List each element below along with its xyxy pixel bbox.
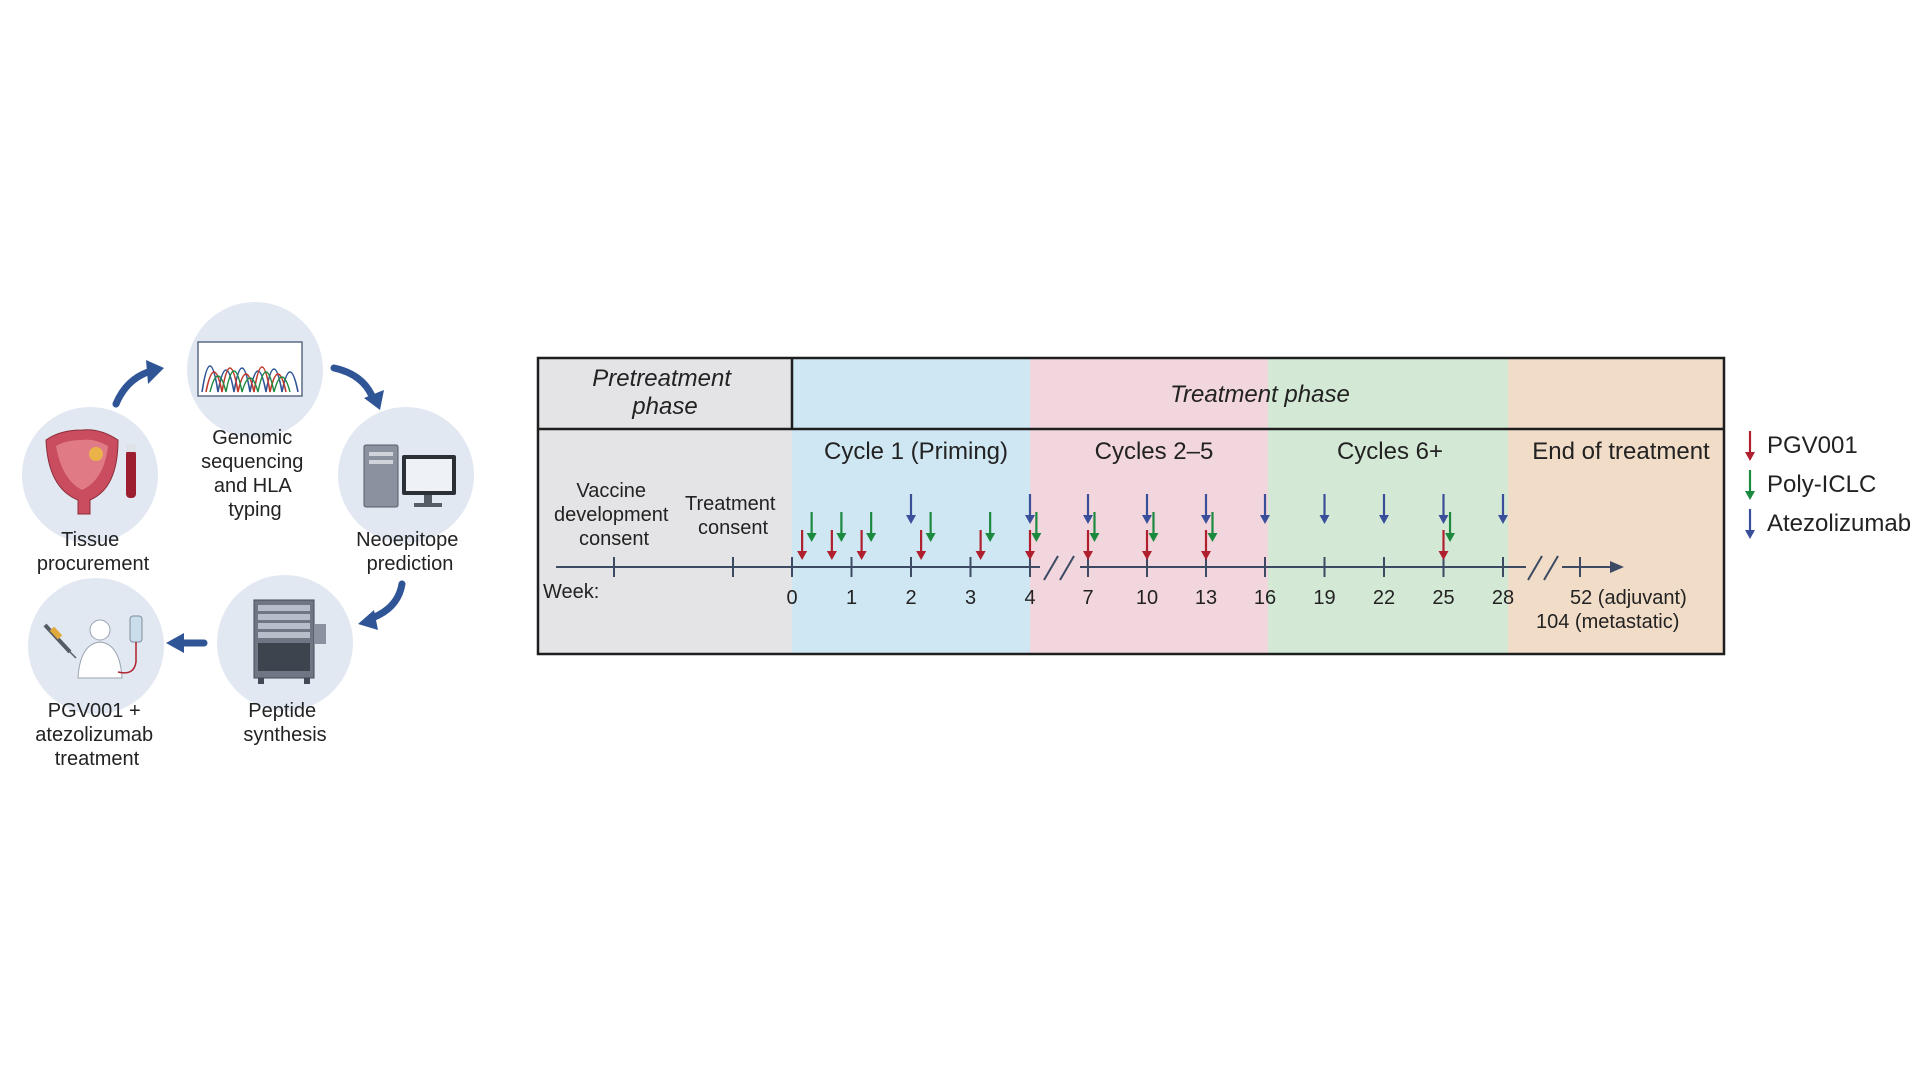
atezolizumab-dose-arrow: [1379, 494, 1389, 524]
week-tick-label: 0: [786, 587, 797, 609]
phase-label-end: End of treatment: [1532, 438, 1710, 465]
week-tick-label: 7: [1082, 587, 1093, 609]
poly-iclc-dose-arrow: [985, 512, 996, 542]
poly-iclc-dose-arrow: [1148, 512, 1159, 542]
pretreatment-header: Pretreatment phase: [592, 365, 737, 420]
week-tick-label: 19: [1313, 587, 1335, 609]
cycle-arrowhead-2: [364, 390, 384, 410]
timeline-border: [536, 356, 1726, 656]
phase-band-cycles6: [1268, 358, 1508, 654]
week-tick-label: 10: [1136, 587, 1158, 609]
cycle-arrowhead-3: [358, 610, 378, 630]
atezolizumab-dose-arrow: [1201, 494, 1211, 524]
pgv001-dose-arrow: [826, 530, 837, 560]
cycle-arrow-sequencing-to-prediction: [330, 364, 376, 400]
phase-label-cycles2-5: Cycles 2–5: [1095, 438, 1214, 465]
atezolizumab-dose-arrow: [1260, 494, 1270, 524]
axis-break-28-52: [1526, 555, 1562, 581]
pgv001-dose-arrow: [975, 530, 986, 560]
week-tick-label: 22: [1373, 587, 1395, 609]
cycle-arrowhead-4: [166, 633, 184, 653]
pgv001-dose-arrow: [1083, 530, 1093, 560]
legend-label: Poly-ICLC: [1767, 471, 1876, 498]
step-label-synthesis: Peptide synthesis: [243, 700, 326, 746]
step-label-sequencing: Genomic sequencing and HLA typing: [201, 427, 309, 521]
week-tick-label: 16: [1254, 587, 1276, 609]
workflow-step-sequencing: Genomic sequencing and HLA typing: [187, 302, 323, 521]
timeline-axis-arrowhead: [1610, 561, 1624, 573]
poly-iclc-dose-arrow: [1445, 512, 1456, 542]
workflow-step-treatment: PGV001 + atezolizumab treatment: [28, 578, 164, 770]
week-ticks: 0 1 2 3 4 7 10 13 16 19 22 25 28: [786, 557, 1514, 609]
atezolizumab-dose-arrow: [1438, 494, 1449, 524]
workflow-step-prediction: Neoepitope prediction: [338, 407, 474, 575]
computer-workstation-icon: [363, 444, 456, 508]
pretreatment-band: [538, 358, 792, 654]
step-label-tissue: Tissue procurement: [37, 529, 150, 575]
atezolizumab-dose-arrow: [1498, 494, 1508, 524]
workflow-step-tissue: Tissue procurement: [22, 407, 158, 575]
week-tick-label: 4: [1024, 587, 1035, 609]
legend-label: Atezolizumab: [1767, 510, 1911, 537]
pgv001-dose-arrow: [1438, 530, 1449, 560]
week-label: Week:: [543, 581, 599, 603]
pgv001-dose-arrow: [856, 530, 867, 560]
poly-iclc-dose-arrow: [866, 512, 877, 542]
poly-iclc-dose-arrow: [836, 512, 847, 542]
atezolizumab-dose-arrow: [1319, 494, 1330, 524]
poly-iclc-dose-arrow: [1031, 512, 1042, 542]
atezolizumab-dose-arrow: [1083, 494, 1093, 524]
week-tick-label: 25: [1432, 587, 1454, 609]
poly-iclc-dose-arrow: [1089, 512, 1100, 542]
week-tick-label: 3: [965, 587, 976, 609]
atezolizumab-dose-arrow: [1025, 494, 1035, 524]
step-label-prediction: Neoepitope prediction: [356, 529, 464, 575]
week-tick-label: 13: [1195, 587, 1217, 609]
phase-band-end: [1508, 358, 1724, 654]
atezolizumab-dose-arrow: [1142, 494, 1152, 524]
axis-break-4-7: [1040, 555, 1080, 581]
bladder-tissue-icon: [45, 429, 136, 515]
week-tick-label: 28: [1492, 587, 1514, 609]
legend-arrow-poly-iclc: [1745, 470, 1755, 500]
poly-iclc-dose-arrow: [806, 512, 817, 542]
poly-iclc-dose-arrow: [1207, 512, 1218, 542]
consent-label-treatment: Treatment consent: [685, 493, 781, 539]
workflow-step-synthesis: Peptide synthesis: [217, 575, 353, 746]
end-week-labels: 52 (adjuvant) 104 (metastatic): [1536, 587, 1692, 633]
workflow-cycle: Genomic sequencing and HLA typing Neoepi…: [22, 302, 474, 770]
cycle-arrowhead-1: [146, 360, 164, 384]
dna-sequencing-chromatogram-icon: [197, 341, 303, 397]
consent-label-vaccine: Vaccine development consent: [554, 480, 674, 550]
patient-infusion-icon: [43, 615, 143, 679]
pgv001-dose-arrow: [1142, 530, 1152, 560]
phase-label-cycle1: Cycle 1 (Priming): [824, 438, 1008, 465]
atezolizumab-dose-arrow: [906, 494, 916, 524]
cycle-arrow-tissue-to-sequencing: [112, 368, 152, 408]
pgv001-dose-arrow: [1025, 530, 1035, 560]
week-tick-label: 2: [905, 587, 916, 609]
pgv001-dose-arrow: [916, 530, 927, 560]
peptide-synthesizer-icon: [253, 599, 326, 684]
phase-label-cycles6: Cycles 6+: [1337, 438, 1443, 465]
legend-arrow-pgv001: [1745, 431, 1755, 461]
phase-band-cycles2-5: [1030, 358, 1268, 654]
week-tick-label: 1: [846, 587, 857, 609]
legend-label: PGV001: [1767, 432, 1858, 459]
legend-arrow-atezolizumab: [1745, 509, 1755, 539]
dose-arrows: [797, 494, 1508, 560]
pgv001-dose-arrow: [1201, 530, 1211, 560]
step-label-treatment: PGV001 + atezolizumab treatment: [35, 700, 158, 770]
poly-iclc-dose-arrow: [925, 512, 936, 542]
timeline-panel: Pretreatment phase Treatment phase Cycle…: [536, 356, 1726, 656]
treatment-header: Treatment phase: [1170, 381, 1350, 408]
cycle-arrow-prediction-to-synthesis: [368, 580, 406, 622]
pgv001-dose-arrow: [797, 530, 808, 560]
